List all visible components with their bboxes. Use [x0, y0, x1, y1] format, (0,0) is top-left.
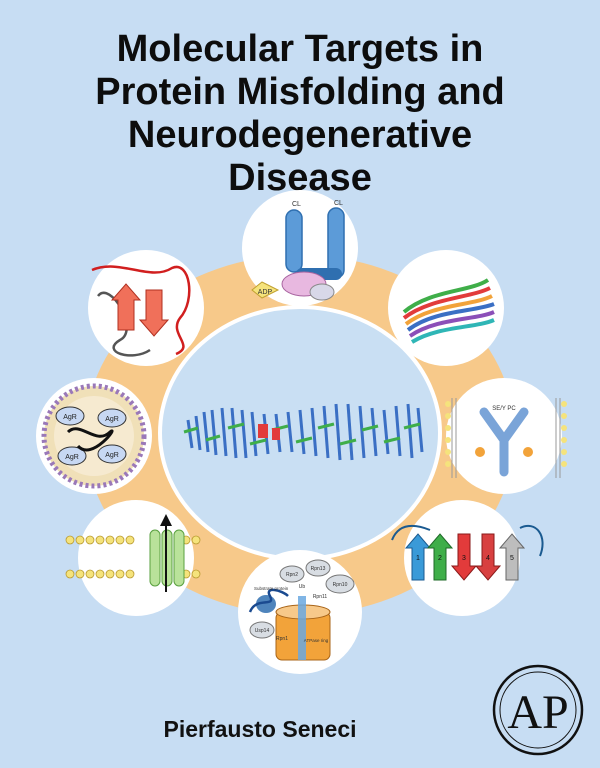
strand-label-1: 1	[416, 555, 420, 562]
title-line-1: Molecular Targets in	[116, 28, 484, 70]
rpn13-label: Rpn13	[311, 566, 326, 572]
title-line-3: Neurodegenerative	[127, 114, 473, 156]
liposome-icon	[41, 383, 147, 489]
substrate-label: Substrate protein	[254, 586, 289, 591]
membrane-channel-icon	[65, 514, 201, 592]
beta-sheet-bundle-icon	[402, 278, 495, 344]
atpase-label: ATPase ring	[304, 638, 329, 643]
usp14-label: Usp14	[255, 628, 270, 634]
adp-label: ADP	[258, 289, 273, 296]
agr-label-1: AgR	[63, 414, 77, 421]
strand-label-3: 3	[462, 555, 466, 562]
cl-label-2: CL	[334, 200, 343, 207]
rpn1-label: Rpn1	[276, 636, 288, 642]
chaperone-icon	[251, 207, 345, 301]
beta-sheet-icon	[391, 525, 544, 581]
book-title: Molecular Targets in Protein Misfolding …	[0, 28, 600, 200]
rpn2-label: Rpn2	[286, 572, 298, 578]
author-name: Pierfausto Seneci	[163, 716, 357, 742]
strand-label-5: 5	[510, 555, 514, 562]
cl-label-1: CL	[292, 201, 301, 208]
agr-label-3: AgR	[65, 454, 79, 461]
strand-label-2: 2	[438, 555, 442, 562]
ub-label: Ub	[299, 584, 306, 590]
proteasome-icon	[248, 559, 355, 661]
logo-text: AP	[507, 686, 568, 739]
agr-label-2: AgR	[105, 416, 119, 423]
antibody-icon	[445, 398, 567, 478]
strand-label-4: 4	[486, 555, 490, 562]
agr-label-4: AgR	[105, 452, 119, 459]
antibody-label: SE/Y PC	[492, 406, 516, 412]
publisher-logo-icon: AP	[492, 664, 584, 756]
misfolded-protein-icon	[91, 265, 191, 357]
rpn11-label: Rpn11	[313, 594, 328, 600]
amyloid-fibril-icon	[183, 403, 424, 461]
rpn10-label: Rpn10	[333, 582, 348, 588]
title-line-2: Protein Misfolding and	[95, 71, 505, 113]
